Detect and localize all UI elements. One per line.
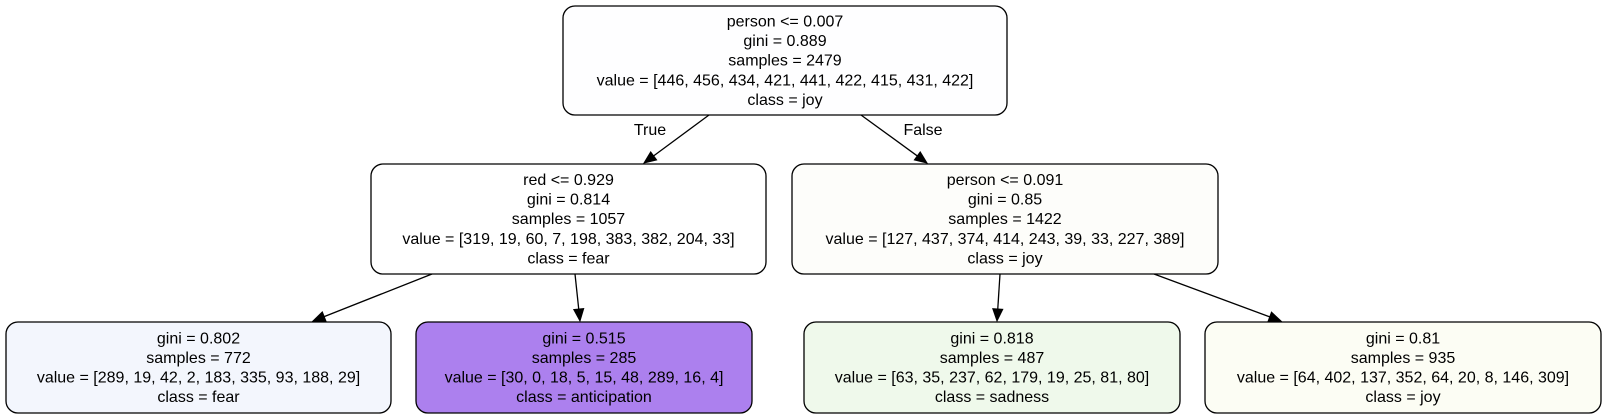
arrowhead-icon	[642, 150, 658, 164]
node-line: value = [127, 437, 374, 414, 243, 39, 33…	[826, 231, 1185, 248]
node-box	[370, 163, 767, 275]
node-line: samples = 935	[1351, 350, 1456, 367]
edge-n2-n5	[992, 273, 1004, 323]
node-box	[1204, 321, 1602, 414]
node-line: class = fear	[527, 250, 610, 267]
node-line: gini = 0.802	[157, 330, 240, 347]
node-line: gini = 0.818	[950, 330, 1033, 347]
node-line: gini = 0.814	[527, 192, 610, 209]
edge-line	[323, 273, 433, 318]
node-line: red <= 0.929	[523, 172, 614, 189]
tree-node-left: red <= 0.929 gini = 0.814 samples = 1057 va…	[370, 163, 767, 275]
node-line: samples = 285	[532, 350, 637, 367]
node-line: value = [64, 402, 137, 352, 64, 20, 8, 1…	[1237, 370, 1569, 387]
tree-node-root: person <= 0.007 gini = 0.889 samples = 247…	[562, 5, 1008, 116]
node-line: samples = 2479	[728, 53, 842, 70]
node-line: class = fear	[157, 389, 240, 406]
edge-line	[653, 114, 710, 157]
node-line: person <= 0.007	[727, 14, 844, 31]
node-line: gini = 0.889	[743, 33, 826, 50]
arrowhead-icon	[913, 150, 929, 164]
tree-node-right: person <= 0.091 gini = 0.85 samples = 1422…	[791, 163, 1219, 275]
node-line: samples = 1057	[512, 211, 626, 228]
node-line: gini = 0.515	[542, 330, 625, 347]
edge-root-n1: True	[634, 114, 710, 164]
node-line: samples = 772	[146, 350, 251, 367]
edge-n2-n6	[1153, 273, 1283, 323]
node-line: gini = 0.81	[1366, 330, 1440, 347]
edge-line	[860, 114, 918, 157]
node-line: gini = 0.85	[968, 192, 1042, 209]
node-box	[562, 5, 1008, 116]
node-box	[415, 321, 753, 414]
edge-root-n2: False	[860, 114, 943, 164]
edge-n1-n3	[311, 273, 433, 322]
node-line: value = [63, 35, 237, 62, 179, 19, 25, 8…	[835, 370, 1149, 387]
edge-n1-n4	[572, 273, 585, 323]
node-line: class = joy	[1365, 389, 1440, 406]
node-line: class = joy	[967, 250, 1042, 267]
node-line: class = anticipation	[516, 389, 652, 406]
node-line: value = [30, 0, 18, 5, 15, 48, 289, 16, …	[445, 370, 724, 387]
edge-line	[997, 273, 1001, 310]
tree-leaf-left-right: gini = 0.515 samples = 285 value = [30, 0,…	[415, 321, 753, 414]
edge-label: True	[634, 122, 666, 139]
node-line: value = [319, 19, 60, 7, 198, 383, 382, …	[402, 231, 734, 248]
edge-label: False	[903, 122, 942, 139]
node-box	[791, 163, 1219, 275]
arrowhead-icon	[992, 308, 1004, 323]
arrowhead-icon	[1267, 311, 1283, 323]
node-line: person <= 0.091	[947, 172, 1064, 189]
edge-line	[574, 273, 580, 310]
tree-leaf-left-left: gini = 0.802 samples = 772 value = [289, 1…	[5, 321, 392, 414]
node-line: samples = 1422	[948, 211, 1062, 228]
edge-line	[1153, 273, 1270, 318]
node-line: value = [289, 19, 42, 2, 183, 335, 93, 1…	[37, 370, 360, 387]
node-box	[5, 321, 392, 414]
tree-leaf-right-right: gini = 0.81 samples = 935 value = [64, 402…	[1204, 321, 1602, 414]
arrowhead-icon	[311, 311, 327, 322]
node-line: class = sadness	[935, 389, 1049, 406]
tree-leaf-right-left: gini = 0.818 samples = 487 value = [63, 35…	[803, 321, 1181, 414]
node-line: samples = 487	[940, 350, 1045, 367]
node-line: class = joy	[747, 92, 822, 109]
node-box	[803, 321, 1181, 414]
arrowhead-icon	[572, 307, 585, 323]
node-line: value = [446, 456, 434, 421, 441, 422, 4…	[597, 72, 974, 89]
